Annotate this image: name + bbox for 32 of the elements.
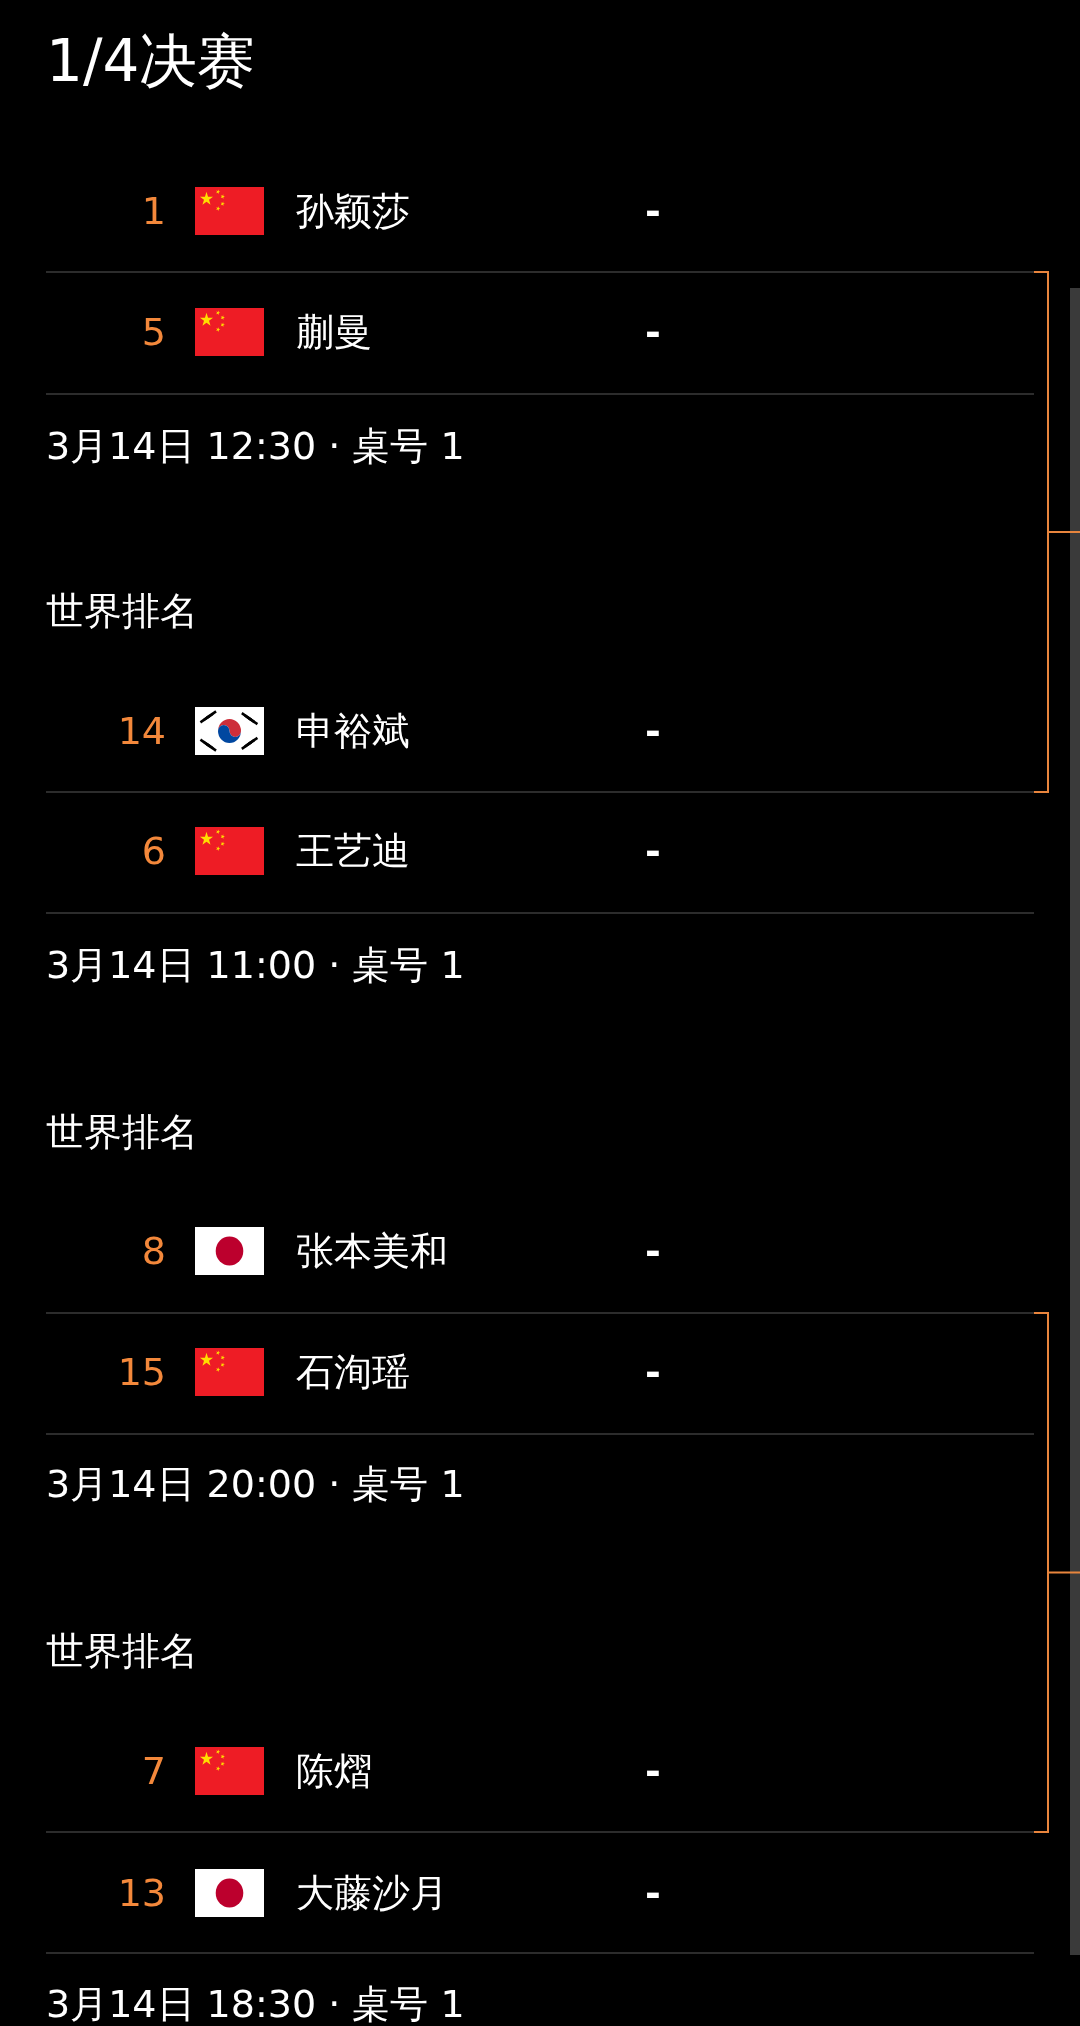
rank-number: 14 xyxy=(117,709,166,753)
player-name: 蒯曼 xyxy=(296,310,372,354)
score-dash: - xyxy=(645,1229,661,1273)
score-dash: - xyxy=(645,1350,661,1394)
rank-number: 15 xyxy=(117,1350,166,1394)
score-dash: - xyxy=(645,310,661,354)
column-heading: 世界排名 xyxy=(46,1629,198,1673)
match-time-text: 3月14日 18:30 · 桌号 1 xyxy=(46,1982,465,2026)
score-dash: - xyxy=(645,829,661,873)
player-name: 孙颖莎 xyxy=(296,189,410,233)
score-dash: - xyxy=(645,1871,661,1915)
rank-number: 13 xyxy=(117,1871,166,1915)
match-time-text: 3月14日 20:00 · 桌号 1 xyxy=(46,1462,465,1506)
player-name: 申裕斌 xyxy=(296,709,410,753)
score-dash: - xyxy=(645,1749,661,1793)
page-title: 1/4决赛 xyxy=(46,27,256,95)
player-name: 大藤沙月 xyxy=(296,1871,448,1915)
score-dash: - xyxy=(645,709,661,753)
match-time-text: 3月14日 11:00 · 桌号 1 xyxy=(46,943,465,987)
rank-number: 7 xyxy=(141,1749,166,1793)
player-name: 王艺迪 xyxy=(296,829,410,873)
player-name: 张本美和 xyxy=(296,1229,448,1273)
rank-number: 6 xyxy=(141,829,166,873)
rank-number: 5 xyxy=(141,310,166,354)
rank-number: 8 xyxy=(141,1229,166,1273)
player-name: 石洵瑶 xyxy=(296,1350,410,1394)
rank-number: 1 xyxy=(141,189,166,233)
player-name: 陈熠 xyxy=(296,1749,372,1793)
column-heading: 世界排名 xyxy=(46,589,198,633)
column-heading: 世界排名 xyxy=(46,1110,198,1154)
score-dash: - xyxy=(645,189,661,233)
match-time-text: 3月14日 12:30 · 桌号 1 xyxy=(46,424,465,468)
